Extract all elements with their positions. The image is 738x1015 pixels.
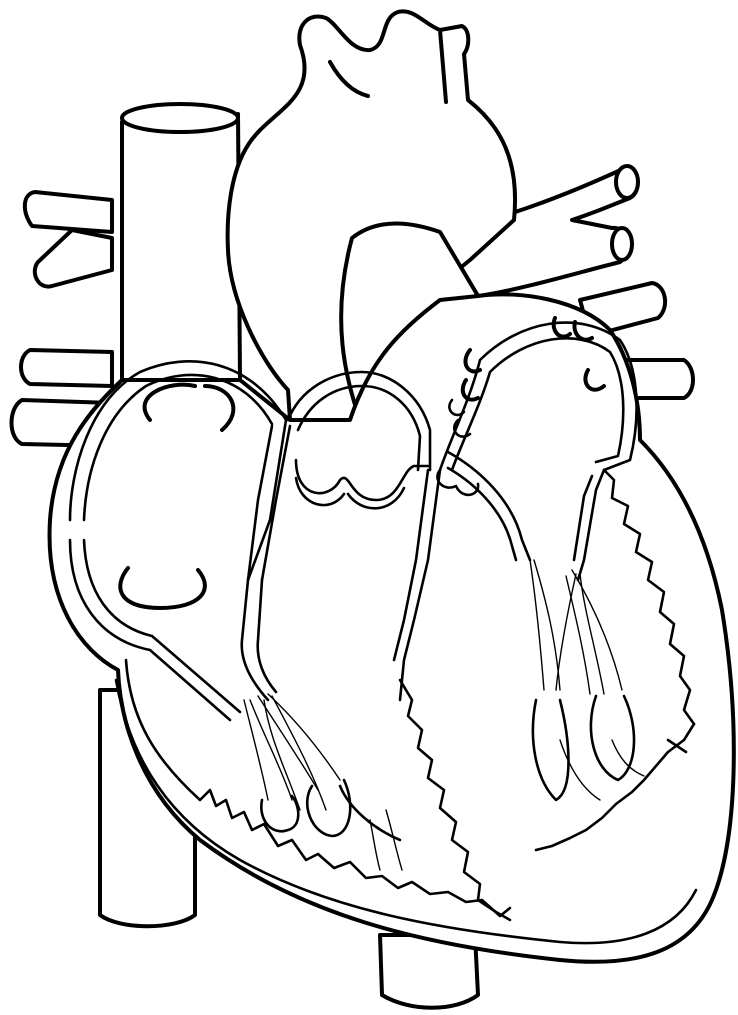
right-pulmonary-artery [25, 192, 112, 232]
pulmonary-artery-opening-upper [616, 166, 638, 198]
superior-vena-cava-opening [122, 104, 238, 132]
right-pulmonary-vein-upper [35, 230, 112, 287]
superior-vena-cava [122, 114, 240, 380]
pulmonary-artery-opening-lower [612, 228, 632, 260]
right-pulmonary-vein-lower-1 [21, 350, 112, 386]
